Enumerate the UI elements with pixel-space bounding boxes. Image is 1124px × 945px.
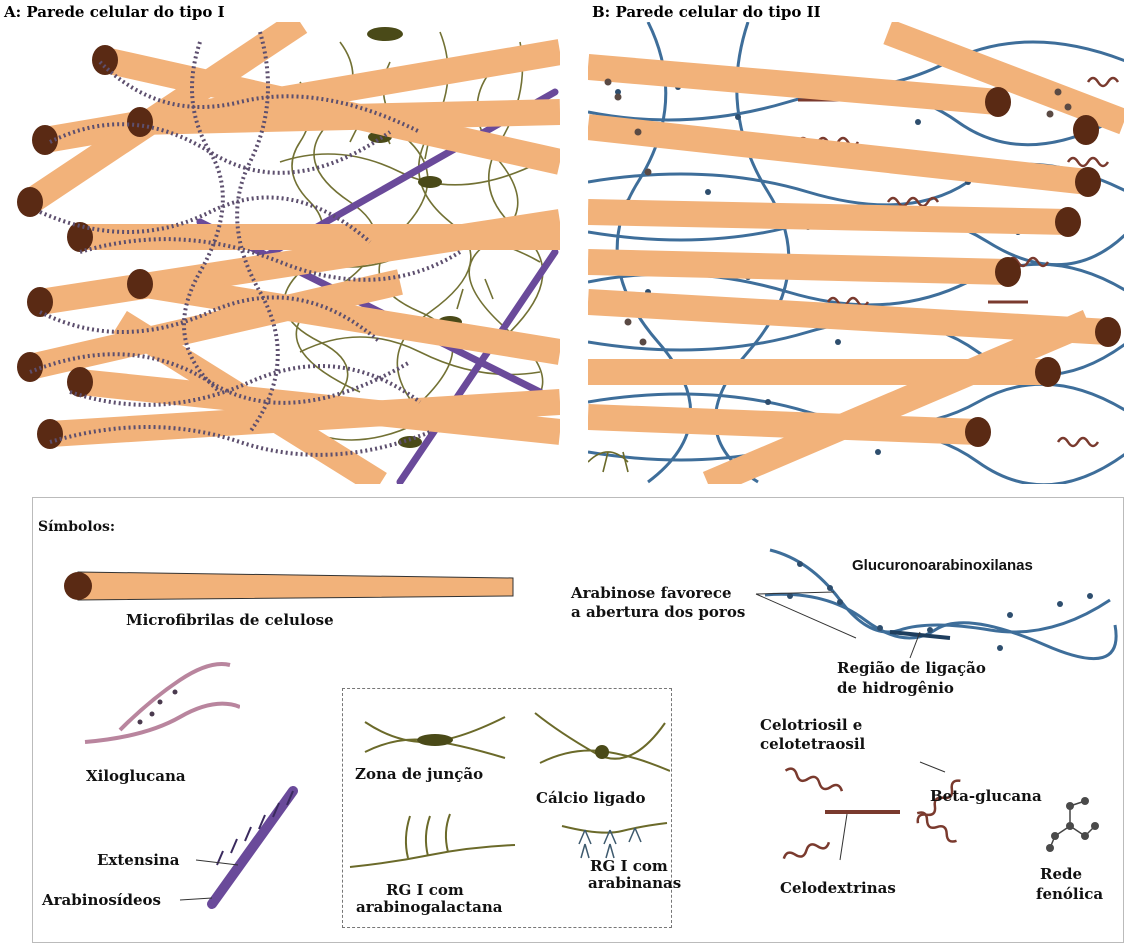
beta-glucan-label: Beta-glucana bbox=[930, 788, 1042, 804]
phenolic-label-1: Rede bbox=[1040, 866, 1082, 882]
panel-b-illustration bbox=[588, 22, 1124, 484]
arabinose-label-2: a abertura dos poros bbox=[571, 604, 745, 620]
junction-zone-symbol bbox=[360, 712, 510, 762]
panel-a-title: A: Parede celular do tipo I bbox=[4, 3, 225, 21]
phenolic-network-symbol bbox=[1040, 796, 1110, 856]
cellulose-microfibril-symbol bbox=[58, 566, 518, 606]
rg1-arabinan-label-1: RG I com bbox=[590, 858, 668, 874]
hbond-pointer-line bbox=[880, 630, 940, 660]
xyloglucan-label: Xiloglucana bbox=[86, 768, 186, 784]
arabinose-pointer-lines bbox=[754, 586, 874, 646]
bound-calcium-symbol bbox=[530, 708, 670, 783]
rg1-arabinogalactan-label-1: RG I com bbox=[386, 882, 464, 898]
bound-calcium-label: Cálcio ligado bbox=[536, 790, 646, 806]
cellotriosyl-label-1: Celotriosil e bbox=[760, 717, 862, 733]
beta-glucan-symbol bbox=[775, 752, 975, 867]
panel-b-title: B: Parede celular do tipo II bbox=[592, 3, 821, 21]
panel-a-illustration bbox=[0, 22, 560, 484]
extensin-label: Extensina bbox=[97, 852, 180, 868]
rg1-arabinan-label-2: arabinanas bbox=[588, 875, 681, 891]
xyloglucan-symbol bbox=[80, 660, 240, 750]
phenolic-label-2: fenólica bbox=[1036, 886, 1103, 902]
hbond-label-2: de hidrogênio bbox=[837, 680, 954, 696]
junction-zone-label: Zona de junção bbox=[355, 766, 483, 782]
arabinose-label-1: Arabinose favorece bbox=[571, 585, 732, 601]
legend-heading: Símbolos: bbox=[38, 519, 115, 535]
hbond-label-1: Região de ligação bbox=[837, 660, 986, 676]
rg1-arabinogalactan-symbol bbox=[348, 812, 518, 872]
rg1-arabinogalactan-label-2: arabinogalactana bbox=[356, 899, 502, 915]
cellodextrins-label: Celodextrinas bbox=[780, 880, 896, 896]
cellulose-label: Microfibrilas de celulose bbox=[126, 612, 334, 628]
cellotriosyl-label-2: celotetraosil bbox=[760, 736, 865, 752]
gax-label: Glucuronoarabinoxilanas bbox=[852, 557, 1033, 574]
arabinosides-label: Arabinosídeos bbox=[42, 892, 161, 908]
